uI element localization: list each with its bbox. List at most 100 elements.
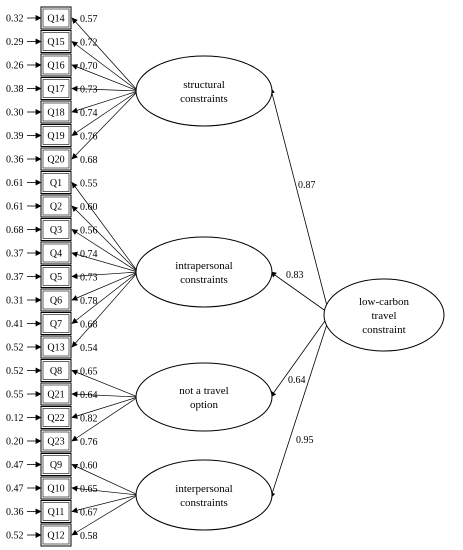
item-box-inner-Q7 xyxy=(42,314,70,333)
higher-path-label-structural: 0.87 xyxy=(298,180,316,191)
loading-path-Q18 xyxy=(71,90,139,114)
error-variance-Q10: 0.47 xyxy=(6,484,24,495)
item-label-Q14: Q14 xyxy=(47,14,64,25)
error-variance-Q5: 0.37 xyxy=(6,272,24,283)
item-label-Q6: Q6 xyxy=(50,296,62,307)
loading-path-Q20 xyxy=(71,90,139,160)
error-variance-Q1: 0.61 xyxy=(6,178,24,189)
loading-label-Q16: 0.70 xyxy=(80,61,98,72)
item-label-Q20: Q20 xyxy=(47,155,64,166)
error-variance-Q17: 0.38 xyxy=(6,84,24,95)
error-variance-Q16: 0.26 xyxy=(6,61,24,72)
item-box-Q3 xyxy=(40,218,72,241)
item-box-inner-Q6 xyxy=(42,290,70,310)
error-variance-Q15: 0.29 xyxy=(6,37,24,48)
loading-label-Q15: 0.72 xyxy=(80,38,98,49)
loading-label-Q12: 0.58 xyxy=(80,531,98,542)
item-box-Q21 xyxy=(40,382,72,406)
item-label-Q18: Q18 xyxy=(47,108,64,119)
loading-label-Q20: 0.68 xyxy=(80,155,98,166)
error-variance-Q6: 0.31 xyxy=(6,296,24,307)
item-box-inner-Q18 xyxy=(42,102,70,122)
loading-label-Q19: 0.76 xyxy=(80,132,98,143)
higher-factor-ellipse xyxy=(323,278,445,352)
loading-label-Q17: 0.73 xyxy=(80,85,98,96)
item-label-Q13: Q13 xyxy=(47,343,64,354)
item-layer: 0.32 Q14 0.57 0.29 Q15 0.72 0.26 Q16 0.70 0.38 Q17… xyxy=(6,6,98,547)
item-label-Q8: Q8 xyxy=(50,366,62,377)
item-box-inner-Q11 xyxy=(42,502,70,521)
factor-label-structural-1: constraints xyxy=(180,93,228,105)
item-box-inner-Q2 xyxy=(42,196,70,216)
error-variance-Q14: 0.32 xyxy=(6,14,24,25)
item-box-inner-Q23 xyxy=(42,431,70,451)
item-label-Q23: Q23 xyxy=(47,437,64,448)
item-box-inner-Q19 xyxy=(42,126,70,145)
loading-path-Q4 xyxy=(71,251,139,273)
item-box-Q7 xyxy=(40,312,72,335)
loading-label-Q14: 0.57 xyxy=(80,14,98,25)
item-box-Q14 xyxy=(40,6,72,30)
item-box-Q22 xyxy=(40,406,72,429)
loading-path-Q22 xyxy=(71,396,139,419)
item-label-Q9: Q9 xyxy=(50,460,62,471)
loading-label-Q18: 0.74 xyxy=(80,108,98,119)
item-box-Q13 xyxy=(40,335,72,359)
item-box-inner-Q16 xyxy=(42,55,70,75)
higher-path-structural xyxy=(269,87,328,307)
loading-label-Q11: 0.67 xyxy=(80,508,98,519)
error-variance-Q2: 0.61 xyxy=(6,202,24,213)
item-label-Q4: Q4 xyxy=(50,249,62,260)
item-label-Q2: Q2 xyxy=(50,202,62,213)
loading-label-Q5: 0.73 xyxy=(80,273,98,284)
higher-path-label-interpersonal: 0.95 xyxy=(296,435,314,446)
item-label-Q17: Q17 xyxy=(47,84,64,95)
higher-factor-label-2: constraint xyxy=(362,324,405,336)
loading-path-Q12 xyxy=(71,494,139,536)
item-box-Q15 xyxy=(40,30,72,53)
error-variance-Q22: 0.12 xyxy=(6,413,24,424)
error-variance-Q23: 0.20 xyxy=(6,437,24,448)
item-box-inner-Q22 xyxy=(42,408,70,427)
item-box-Q17 xyxy=(40,77,72,100)
loading-path-Q21 xyxy=(71,391,139,398)
item-box-inner-Q4 xyxy=(42,243,70,263)
loading-path-Q15 xyxy=(71,41,139,92)
item-box-Q18 xyxy=(40,100,72,124)
item-label-Q15: Q15 xyxy=(47,37,64,48)
loading-label-Q21: 0.64 xyxy=(80,390,98,401)
item-label-Q7: Q7 xyxy=(50,319,62,330)
error-variance-Q4: 0.37 xyxy=(6,249,24,260)
item-box-Q8 xyxy=(40,359,72,382)
item-box-inner-Q17 xyxy=(42,79,70,98)
error-variance-Q11: 0.36 xyxy=(6,507,24,518)
factor-ellipse-structural xyxy=(135,55,273,127)
error-variance-Q8: 0.52 xyxy=(6,366,24,377)
loading-path-Q17 xyxy=(71,85,139,92)
item-label-Q12: Q12 xyxy=(47,531,64,542)
item-label-Q16: Q16 xyxy=(47,61,64,72)
loading-path-Q9 xyxy=(71,464,139,496)
item-label-Q10: Q10 xyxy=(47,484,64,495)
item-box-inner-Q12 xyxy=(42,525,70,545)
item-box-Q9 xyxy=(40,453,72,476)
item-box-inner-Q21 xyxy=(42,384,70,404)
factor-label-interpersonal-0: interpersonal xyxy=(175,483,232,495)
item-box-Q12 xyxy=(40,523,72,547)
item-box-Q1 xyxy=(40,171,72,194)
item-box-inner-Q3 xyxy=(42,220,70,239)
item-label-Q21: Q21 xyxy=(47,390,64,401)
loading-path-Q10 xyxy=(71,485,139,496)
item-label-Q22: Q22 xyxy=(47,413,64,424)
higher-path-notoption xyxy=(270,317,328,398)
factor-label-intrapersonal-0: intrapersonal xyxy=(175,260,232,272)
factor-layer: structuralconstraintsintrapersonalconstr… xyxy=(135,55,445,531)
loading-path-Q7 xyxy=(71,271,139,324)
loading-path-Q14 xyxy=(71,17,139,92)
item-label-Q3: Q3 xyxy=(50,225,62,236)
loading-path-Q16 xyxy=(71,64,139,92)
factor-label-notoption-1: option xyxy=(190,399,219,411)
item-label-Q19: Q19 xyxy=(47,131,64,142)
loading-label-Q3: 0.56 xyxy=(80,226,98,237)
item-box-inner-Q8 xyxy=(42,361,70,380)
